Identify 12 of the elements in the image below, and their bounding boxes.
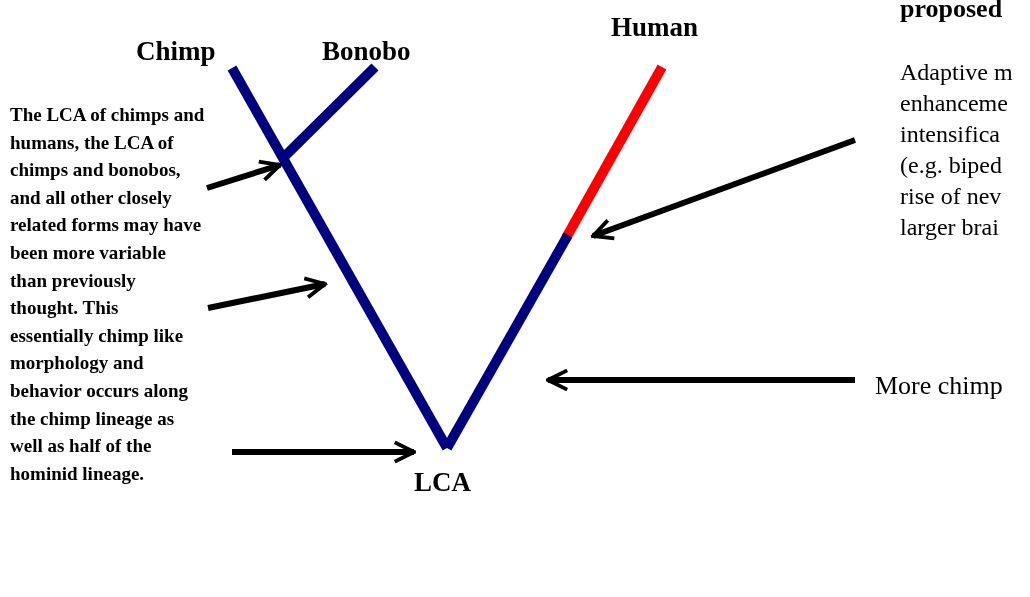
species-label: Bonobo bbox=[322, 35, 411, 67]
species-label: Human bbox=[611, 11, 699, 43]
arrow bbox=[232, 440, 416, 464]
species-label: Chimp bbox=[136, 35, 216, 67]
annotation-text: More chimp bbox=[875, 370, 1003, 401]
arrow bbox=[207, 276, 327, 311]
annotation-text: The LCA of chimps and humans, the LCA of chimps and bonobos, and all other closely related forms may have been more variable than previously thought. This essentially chimp like morphology and behavior occurs along the chimp lineage as well as half of the hominid lineage. bbox=[10, 101, 206, 488]
arrow bbox=[546, 368, 855, 392]
arrow bbox=[591, 137, 857, 241]
annotation-text: Adaptive m enhanceme intensifica (e.g. biped rise of nev larger brai bbox=[900, 57, 1028, 243]
ancestor-label: LCA bbox=[414, 466, 471, 498]
arrow bbox=[206, 159, 282, 191]
